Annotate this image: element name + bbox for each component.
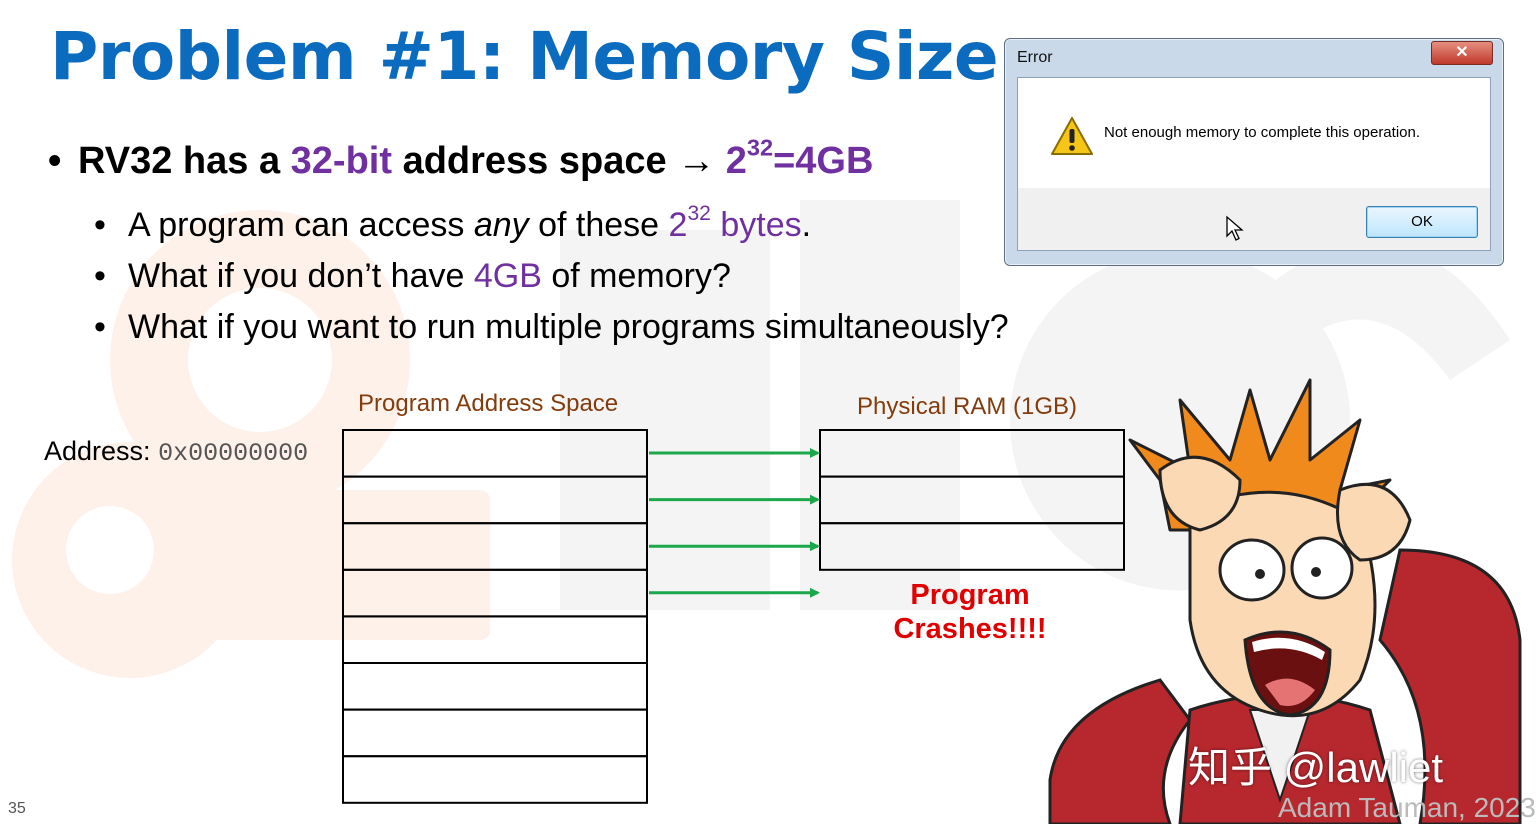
bullet-address-space: • RV32 has a 32-bit address space → 232=4… [48,136,874,183]
warning-icon [1051,117,1093,155]
bullet-dot: • [94,257,106,295]
bullet-dot: • [94,308,106,346]
program-address-row [342,568,648,618]
crash-line-2: Crashes!!!! [893,613,1047,645]
subbullet-power: 232 bytes [668,203,802,244]
subbullet-emphasis: any [473,206,529,244]
power-exponent: 32 [687,202,711,226]
subbullet-text: of these [528,206,669,244]
dialog-close-button[interactable]: ✕ [1431,41,1493,65]
subbullet-multiple-programs: • What if you want to run multiple progra… [94,308,1009,347]
physical-ram-row [819,522,1125,571]
subbullet-access-bytes: • A program can access any of these 232 b… [94,203,812,245]
zhihu-watermark: 知乎 @lawliet [1188,744,1444,791]
subbullet-text: of memory? [541,257,731,295]
power-base: 2 [725,140,747,182]
program-address-row [342,662,648,711]
dialog-body: Not enough memory to complete this opera… [1017,77,1491,251]
subbullet-missing-memory: • What if you don’t have 4GB of memory? [94,257,731,296]
power-result: =4GB [773,140,874,182]
power-expression: 232=4GB [725,136,874,182]
bullet-dot: • [94,206,106,244]
subbullet-text: What if you don’t have [128,257,474,295]
address-value: 0x00000000 [158,439,309,468]
program-crashes-text: Program Crashes!!!! [880,578,1060,646]
dialog-message: Not enough memory to complete this opera… [1104,124,1421,141]
page-number: 35 [8,800,26,817]
program-address-row [342,708,648,758]
program-address-row [342,475,648,525]
author-footer: Adam Tauman, 2023 [1278,792,1536,823]
dialog-title: Error [1017,49,1053,66]
subbullet-text: What if you want to run multiple program… [128,308,1009,346]
ok-button[interactable]: OK [1366,206,1478,238]
program-address-space-label: Program Address Space [358,390,619,417]
address-label: Address: 0x00000000 [44,436,308,468]
program-address-row [342,615,648,665]
subbullet-bytes: bytes [710,206,802,244]
bullet-text-post: address space [392,140,678,182]
power-base: 2 [668,206,688,244]
address-label-text: Address: [44,436,159,466]
subbullet-highlight-4gb: 4GB [473,257,542,295]
subbullet-period: . [801,206,812,244]
right-arrow-icon: → [677,140,716,182]
power-exponent: 32 [746,134,774,161]
bullet-dot: • [48,140,62,182]
program-address-row [342,522,648,571]
bullet-text-pre: RV32 has a [78,140,291,182]
program-address-row [342,755,648,804]
bullet-highlight-32bit: 32-bit [290,140,393,182]
mouse-cursor-icon [1226,215,1244,241]
error-dialog: Error ✕ Not enough memory to complete th… [1004,38,1504,266]
slide-title: Problem #1: Memory Size [50,18,999,95]
dialog-message-area [1018,78,1490,188]
physical-ram-label: Physical RAM (1GB) [857,393,1078,420]
panicking-cartoon-character [1048,378,1522,824]
program-address-row [342,429,648,478]
crash-line-1: Program [910,579,1030,611]
subbullet-text: A program can access [128,206,474,244]
